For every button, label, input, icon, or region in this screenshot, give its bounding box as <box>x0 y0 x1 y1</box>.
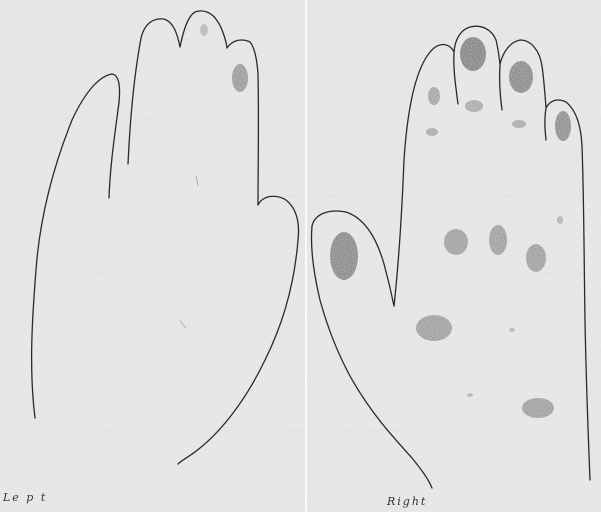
stain-index-finger <box>428 87 440 105</box>
stain-thumb <box>330 232 358 280</box>
stain-middle-fingertip <box>460 37 486 71</box>
stain-left-finger-tip <box>200 24 208 36</box>
left-hand-label: Le p t <box>3 491 47 504</box>
stain-left-ring-finger <box>232 64 248 92</box>
stain-ring-fingertip <box>509 61 533 93</box>
right-hand-label: Right <box>387 495 427 508</box>
stain-little-fingertip <box>555 111 571 141</box>
